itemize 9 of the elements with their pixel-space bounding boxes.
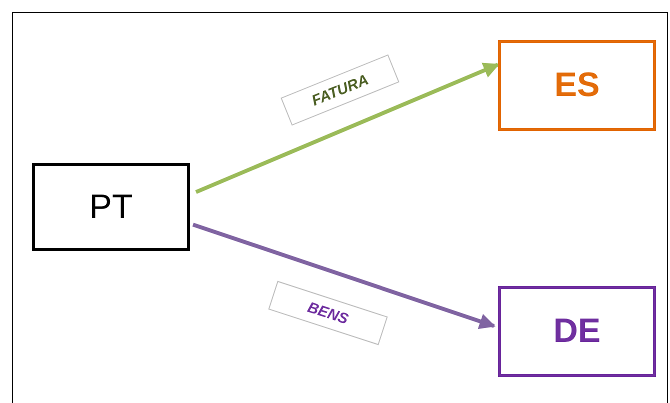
country-box xyxy=(498,286,656,377)
country-box xyxy=(498,40,656,131)
country-box xyxy=(32,163,190,251)
edge-label: BENS xyxy=(268,280,388,346)
arrow xyxy=(192,222,496,330)
arrow xyxy=(195,62,500,194)
node-label: ES xyxy=(554,66,600,105)
node-label: PT xyxy=(89,188,133,226)
node-label: DE xyxy=(553,312,601,351)
